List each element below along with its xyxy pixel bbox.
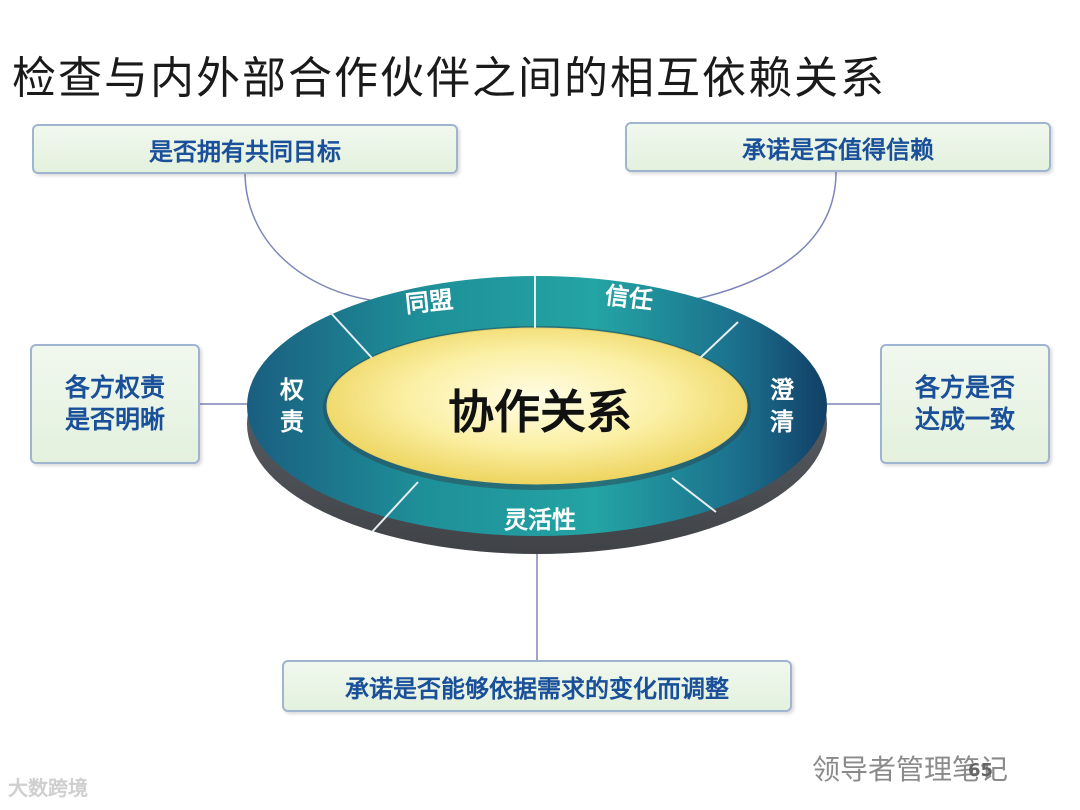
segment-label-clarify-2: 清 — [770, 408, 794, 436]
watermark-left: 大数跨境 — [8, 776, 88, 800]
page-number: 65 — [968, 760, 994, 781]
box-consensus: 各方是否 达成一致 — [880, 344, 1050, 464]
center-label: 协作关系 — [448, 385, 632, 439]
box-consensus-line2: 达成一致 — [914, 405, 1015, 434]
segment-label-trust: 信任 — [603, 281, 654, 315]
connector-top-right — [664, 171, 837, 306]
center-disc — [326, 327, 748, 485]
segment-label-clarify-1: 澄 — [770, 376, 795, 404]
box-consensus-line1: 各方是否 — [914, 373, 1015, 402]
connector-top-left — [244, 171, 371, 301]
watermark-right: 领导者管理笔记 — [812, 753, 1009, 786]
box-clear-rights-line1: 各方权责 — [64, 373, 165, 402]
segment-label-alliance: 同盟 — [404, 286, 455, 319]
segment-label-rights-2: 责 — [280, 408, 304, 436]
divider-top-left — [329, 311, 373, 359]
divider-bottom-left — [371, 481, 419, 533]
box-clear-rights: 各方权责 是否明晰 — [30, 344, 200, 464]
segment-label-flexibility: 灵活性 — [504, 506, 576, 534]
divider-top-right — [699, 321, 739, 359]
box-clear-rights-line2: 是否明晰 — [64, 405, 165, 434]
page-title: 检查与内外部合作伙伴之间的相互依赖关系 — [12, 53, 886, 104]
box-adaptable-commitment: 承诺是否能够依据需求的变化而调整 — [282, 660, 792, 712]
divider-bottom-right — [671, 477, 717, 513]
box-shared-goals: 是否拥有共同目标 — [32, 124, 458, 174]
segment-label-rights-1: 权 — [279, 376, 304, 404]
box-trustworthy-commitment: 承诺是否值得信赖 — [625, 122, 1051, 172]
